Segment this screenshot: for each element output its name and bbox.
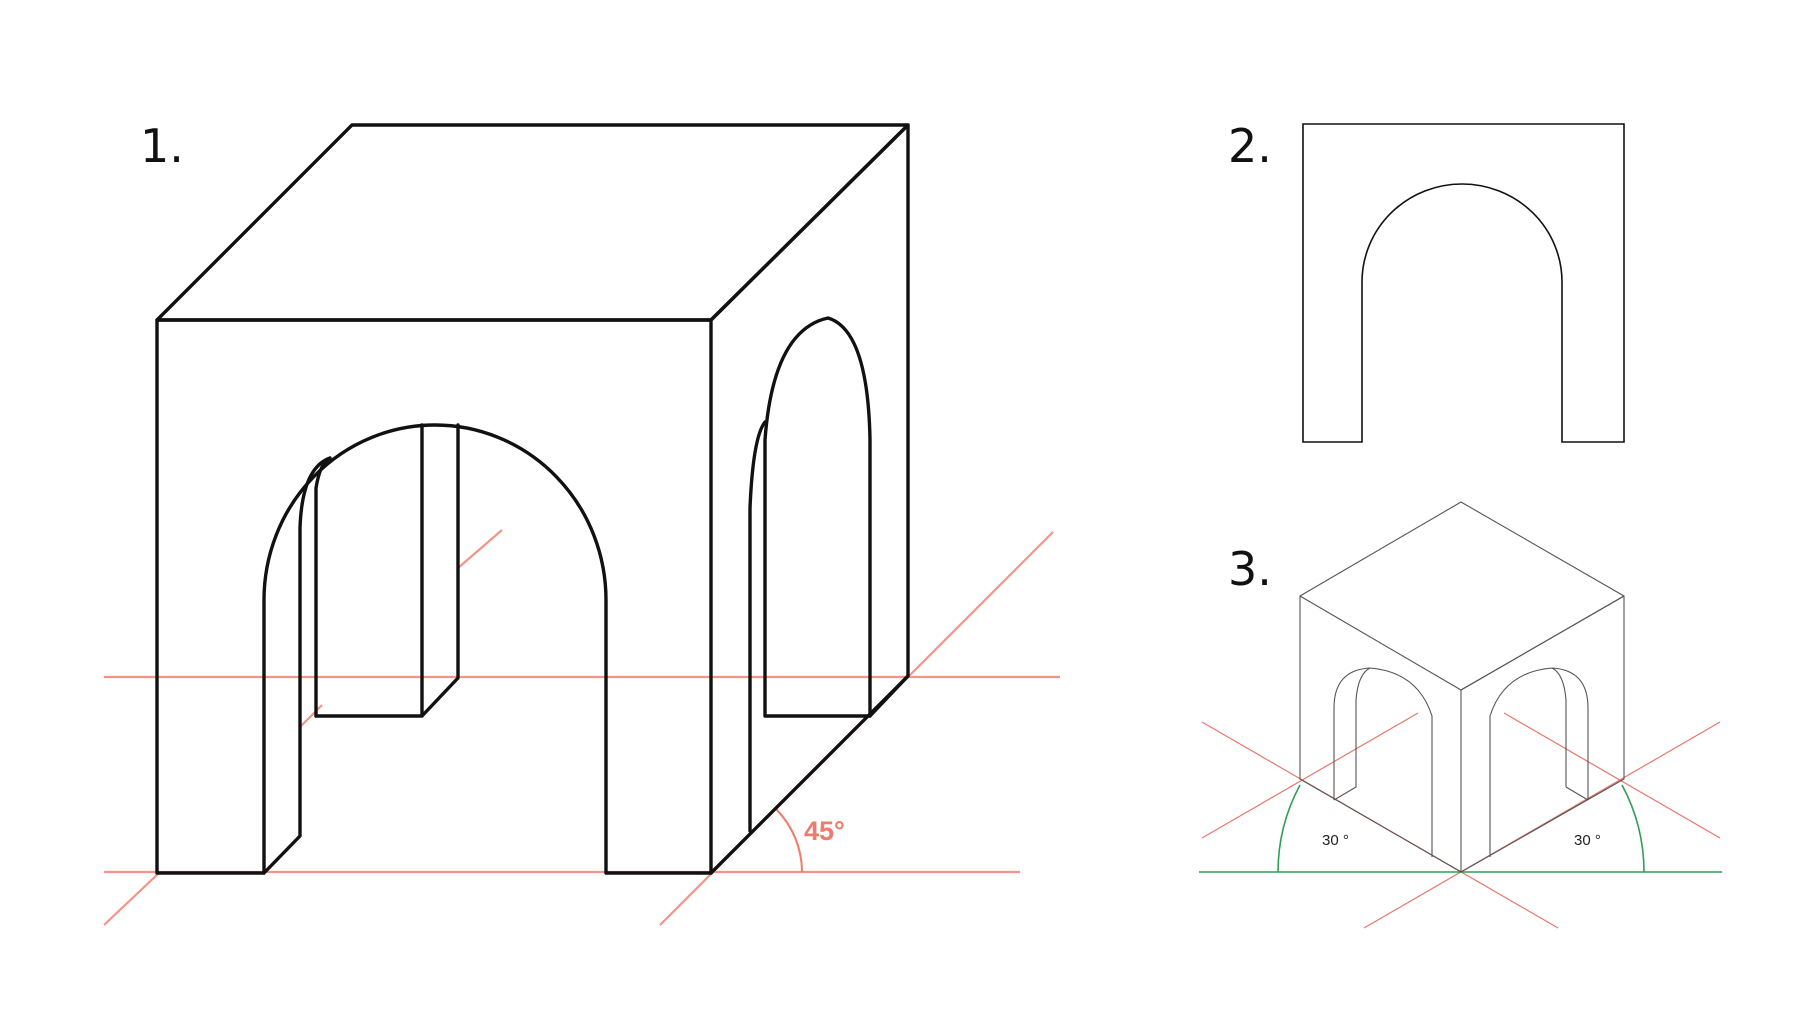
- back-pillar: [314, 423, 460, 718]
- cube-side-face: [709, 123, 910, 875]
- angle-label-45: 45°: [804, 816, 845, 846]
- side-arch-inner-depth: [748, 420, 910, 833]
- figure-2-front-elevation: 2.: [1228, 119, 1625, 443]
- guide-line-diagonal-back: [457, 529, 503, 569]
- iso-right-arch-depth: [1551, 667, 1589, 801]
- iso-cube-left-face: [1299, 596, 1462, 873]
- iso-right-arch-opening: [1489, 667, 1589, 857]
- figure-3-isometric-cube: 3. 30 ° 30 °: [1199, 501, 1722, 929]
- angle-label-right-30: 30 °: [1574, 832, 1601, 849]
- figure-1-cube-outline: [155, 123, 910, 875]
- guide-line-diagonal-left: [103, 871, 161, 926]
- figure-2-number: 2.: [1228, 119, 1272, 173]
- iso-guide-line-4: [1503, 712, 1721, 839]
- iso-left-arch-opening: [1333, 667, 1433, 857]
- angle-arc-left-30: [1277, 784, 1301, 873]
- angle-label-left-30: 30 °: [1322, 832, 1349, 849]
- angle-arc-45: [775, 808, 803, 873]
- front-elevation-outline: [1302, 123, 1625, 443]
- figure-3-cube-outline: [1299, 501, 1625, 873]
- iso-cube-top-face: [1299, 501, 1625, 691]
- guide-line-diagonal-inner: [299, 704, 323, 728]
- iso-guide-line-2: [1201, 712, 1419, 839]
- front-arch-inner-depth: [262, 456, 332, 875]
- figure-1-oblique-cube: 1. 45°: [103, 119, 1060, 926]
- figure-3-number: 3.: [1228, 542, 1272, 596]
- iso-cube-right-face: [1460, 595, 1625, 873]
- cube-top-face: [155, 123, 910, 322]
- side-arch-outer: [763, 316, 872, 718]
- figure-1-guide-lines: [103, 529, 1060, 926]
- figure-1-number: 1.: [140, 119, 184, 173]
- cube-front-face-with-arch: [155, 318, 713, 875]
- iso-left-arch-depth: [1333, 667, 1371, 801]
- iso-guide-line-3: [1363, 721, 1721, 929]
- angle-arc-right-30: [1621, 784, 1645, 873]
